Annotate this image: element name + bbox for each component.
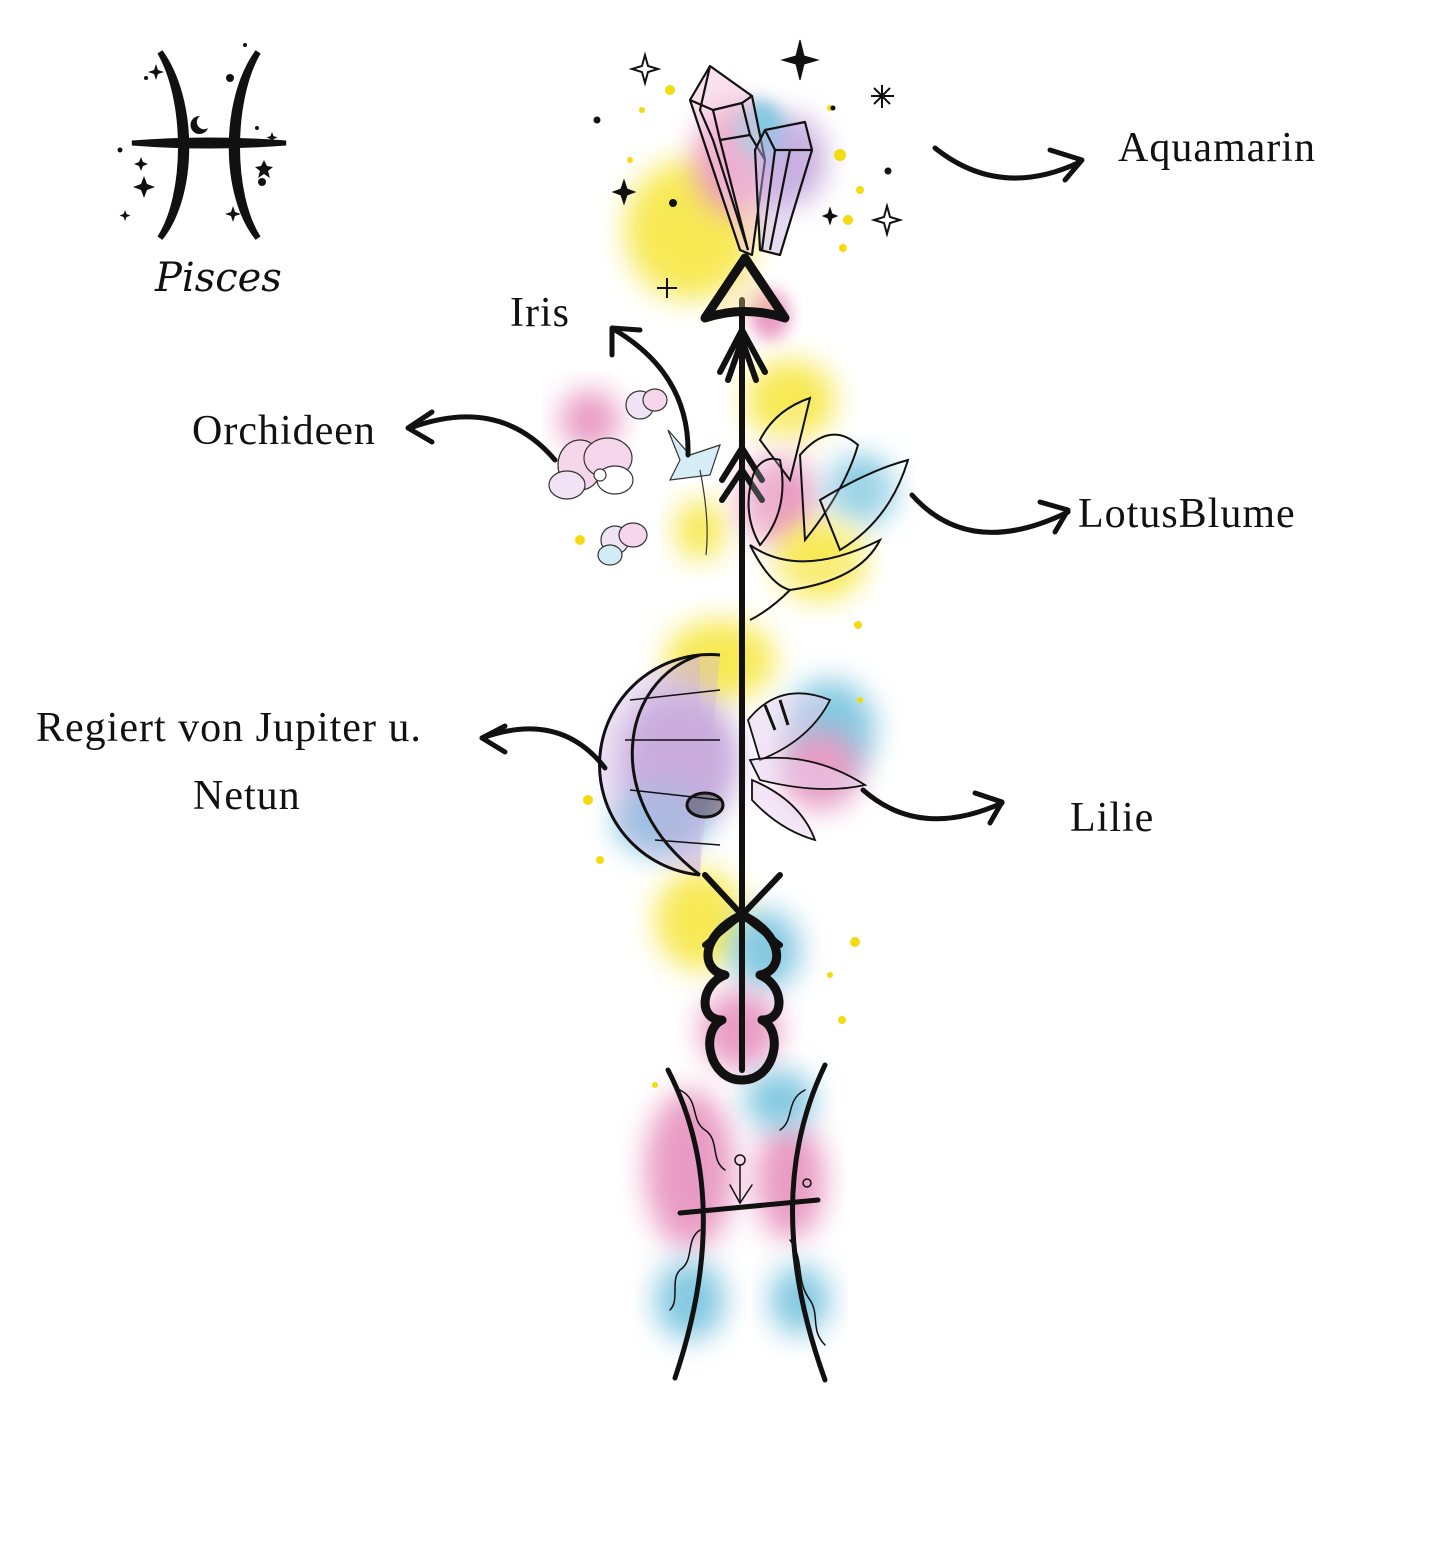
pisces-vine-symbol-icon [665, 1062, 828, 1383]
label-ruler-line1: Regiert von Jupiter u. [36, 705, 422, 751]
lily-flower-icon [747, 692, 868, 842]
iris-pointer-arrow [612, 327, 691, 458]
label-lotusblume: LotusBlume [1078, 491, 1296, 537]
label-aquamarin: Aquamarin [1118, 125, 1316, 171]
lotus-flower-icon [747, 396, 910, 621]
ruler-pointer-arrow [479, 726, 608, 771]
lotus-pointer-arrow [909, 492, 1071, 535]
orchideen-pointer-arrow [407, 414, 558, 463]
planet-icon [598, 653, 725, 877]
crystal-icon [688, 64, 814, 257]
pisces-title: Pisces [155, 255, 282, 301]
sparkle-icons [593, 39, 904, 298]
label-iris: Iris [510, 290, 570, 336]
label-orchideen: Orchideen [192, 408, 376, 454]
pisces-zodiac-icon [117, 43, 287, 240]
arrow-icon [700, 253, 790, 1085]
yellow-dots [575, 85, 864, 1088]
label-ruler-line2: Netun [193, 773, 301, 819]
lilie-pointer-arrow [860, 787, 1005, 822]
aquamarin-pointer-arrow [932, 145, 1083, 181]
orchid-icon [548, 388, 668, 566]
callout-arrows [405, 145, 1085, 826]
label-lilie: Lilie [1070, 795, 1155, 841]
